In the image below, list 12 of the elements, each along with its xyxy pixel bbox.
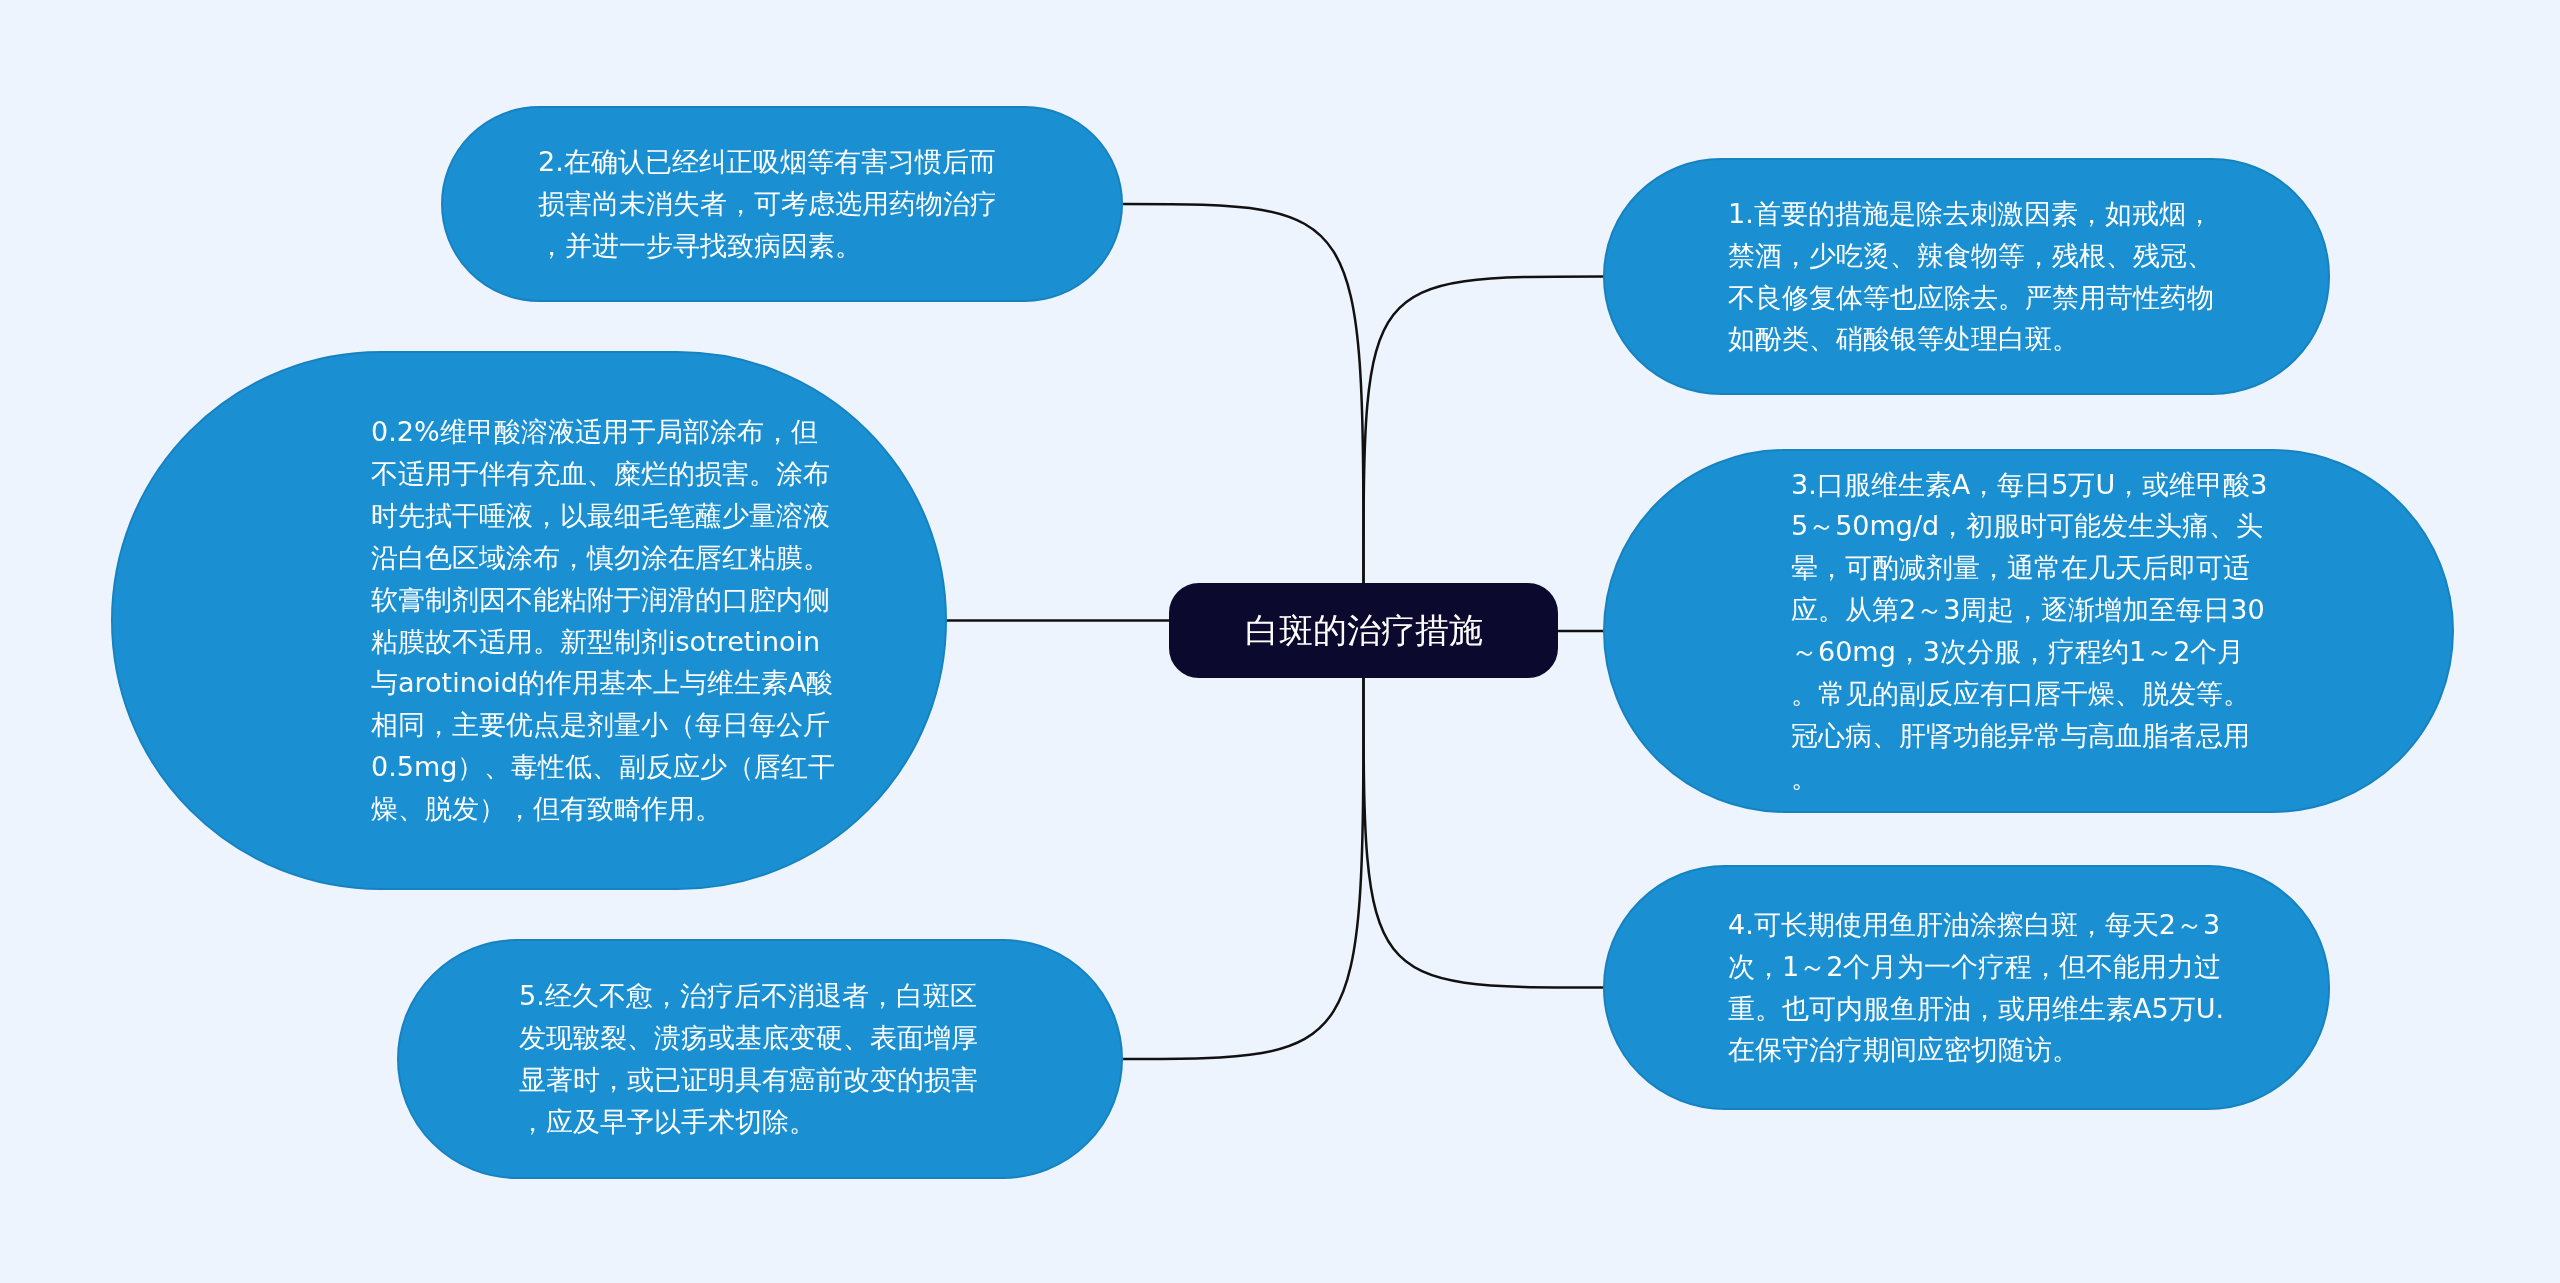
topic-text: 1.首要的措施是除去刺激因素，如戒烟，禁酒，少吃烫、辣食物等，残根、残冠、不良修复体等也应除去。严禁用苛性药物如酚类、硝酸银等处理白斑。 xyxy=(1728,196,2215,357)
central-topic xyxy=(1169,583,1558,678)
connector-line xyxy=(1123,202,1365,583)
connector-line xyxy=(1558,629,1603,633)
topic-text: 4.可长期使用鱼肝油涂擦白斑，每天2～3次，1～2个月为一个疗程，但不能用力过重。也可内服鱼肝油，或用维生素A5万U.在保守治疗期间应密切随访。 xyxy=(1728,907,2225,1068)
topic-text: 0.2%维甲酸溶液适用于局部涂布，但不适用于伴有充血、糜烂的损害。涂布时先拭干唾液，以最细毛笔蘸少量溶液沿白色区域涂布，慎勿涂在唇红粘膜。软膏制剂因不能粘附于润滑的口腔内侧粘膜故不适用。新型制剂isotretinoin与arotinoid的作用基本上与维生素A酸相同，主要优点是剂量小（每日每公斤0.5mg）、毒性低、副反应少（唇红干燥、脱发），但有致畸作用。 xyxy=(371,415,837,826)
topic-title: 白斑的治疗措施 xyxy=(1244,610,1483,651)
connector-line xyxy=(947,619,1169,622)
topic-text: 3.口服维生素A，每日5万U，或维甲酸35～50mg/d，初服时可能发生头痛、头晕，可酌减剂量，通常在几天后即可适应。从第2～3周起，逐渐增加至每日30～60mg，3次分服，疗程约1～2个月。常见的副反应有口唇干燥、脱发等。冠心病、肝肾功能异常与高血脂者忌用。 xyxy=(1791,467,2269,795)
topic-text: 5.经久不愈，治疗后不消退者，白斑区发现皲裂、溃疡或基底变硬、表面增厚显著时，或已证明具有癌前改变的损害，应及早予以手术切除。 xyxy=(519,979,979,1139)
connector-line xyxy=(1123,678,1365,1061)
topic-text: 2.在确认已经纠正吸烟等有害习惯后而损害尚未消失者，可考虑选用药物治疗，并进一步寻找致病因素。 xyxy=(538,145,998,263)
